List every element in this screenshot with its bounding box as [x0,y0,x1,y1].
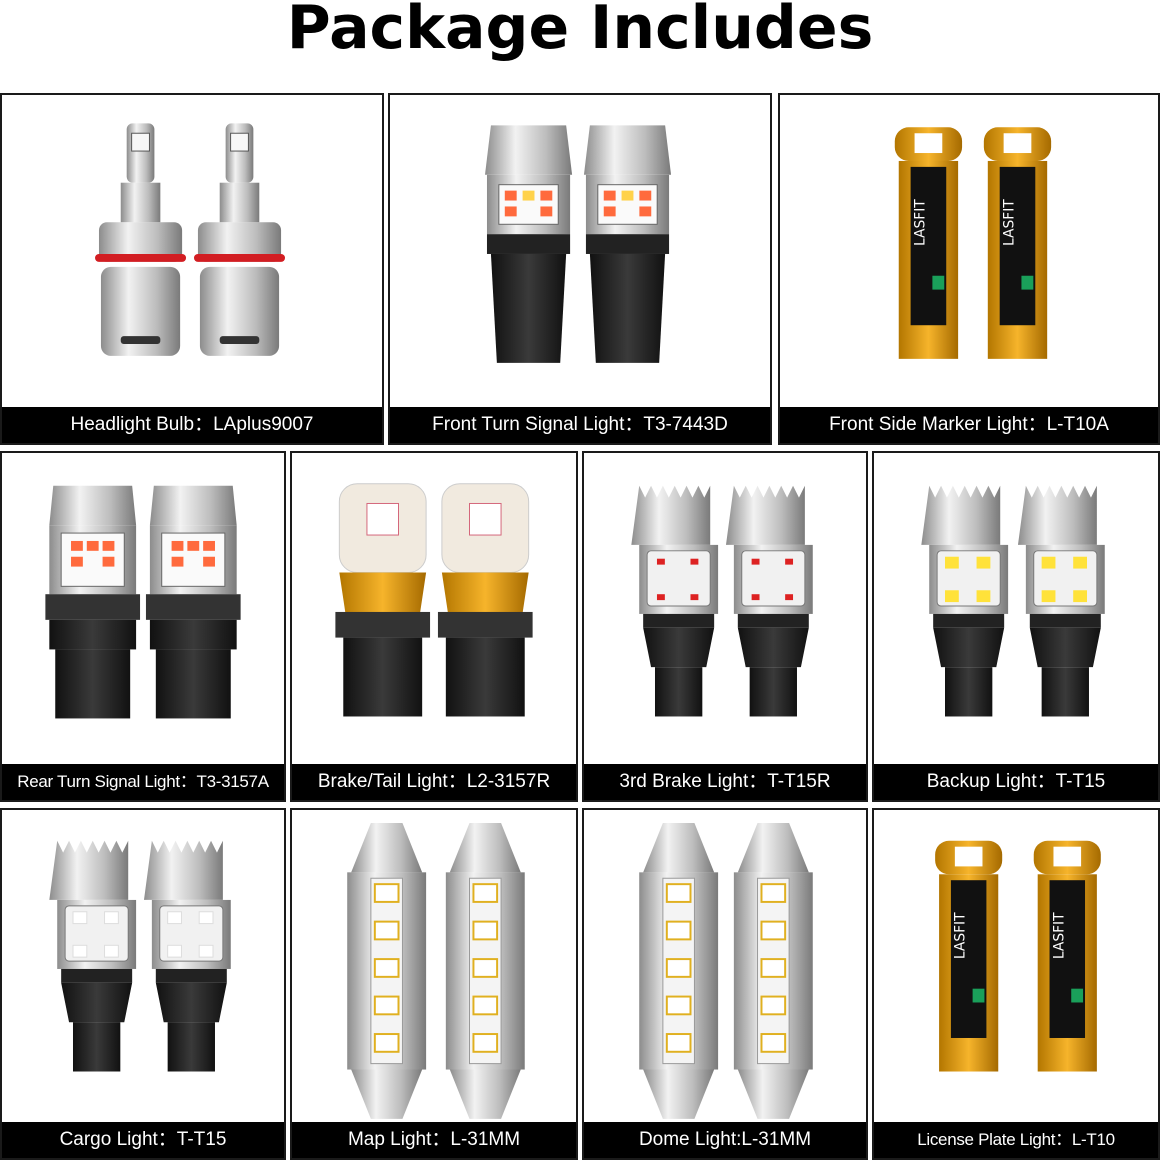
caption: Headlight Bulb：LAplus9007 [2,407,382,443]
product-cell-rear-turn-signal: Rear Turn Signal Light：T3-3157A [0,451,286,802]
caption: Dome Light:L-31MM [584,1122,866,1158]
festoon-bulb-icon [292,810,576,1122]
t15-white-bulb-icon [2,810,284,1122]
product-cell-cargo: Cargo Light：T-T15 [0,808,286,1160]
caption: Map Light：L-31MM [292,1122,576,1158]
product-cell-backup: Backup Light：T-T15 [872,451,1160,802]
product-cell-license-plate: License Plate Light：L-T10 [872,808,1160,1160]
headlight-bulb-icon [2,95,382,407]
product-cell-3rd-brake: 3rd Brake Light：T-T15R [582,451,868,802]
caption: Rear Turn Signal Light：T3-3157A [2,764,284,800]
product-cell-front-side-marker: Front Side Marker Light：L-T10A [778,93,1160,445]
t15-red-bulb-icon [584,453,866,764]
t10-amber-bulb-icon [780,95,1158,407]
product-cell-front-turn-signal: Front Turn Signal Light：T3-7443D [388,93,772,445]
t10-white-bulb-icon [874,810,1158,1122]
product-cell-map: Map Light：L-31MM [290,808,578,1160]
caption: Backup Light：T-T15 [874,764,1158,800]
3157-red-bulb-icon [292,453,576,764]
caption: Front Turn Signal Light：T3-7443D [390,407,770,443]
product-cell-brake-tail: Brake/Tail Light：L2-3157R [290,451,578,802]
caption: Cargo Light：T-T15 [2,1122,284,1158]
caption: Brake/Tail Light：L2-3157R [292,764,576,800]
caption: 3rd Brake Light：T-T15R [584,764,866,800]
page-title: Package Includes [286,0,874,63]
3157-amber-bulb-icon [2,453,284,764]
t15-yellow-bulb-icon [874,453,1158,764]
product-cell-dome: Dome Light:L-31MM [582,808,868,1160]
caption: License Plate Light：L-T10 [874,1122,1158,1158]
caption: Front Side Marker Light：L-T10A [780,407,1158,443]
product-cell-headlight: Headlight Bulb：LAplus9007 [0,93,384,445]
festoon-bulb-icon [584,810,866,1122]
turn-signal-bulb-icon [390,95,770,407]
